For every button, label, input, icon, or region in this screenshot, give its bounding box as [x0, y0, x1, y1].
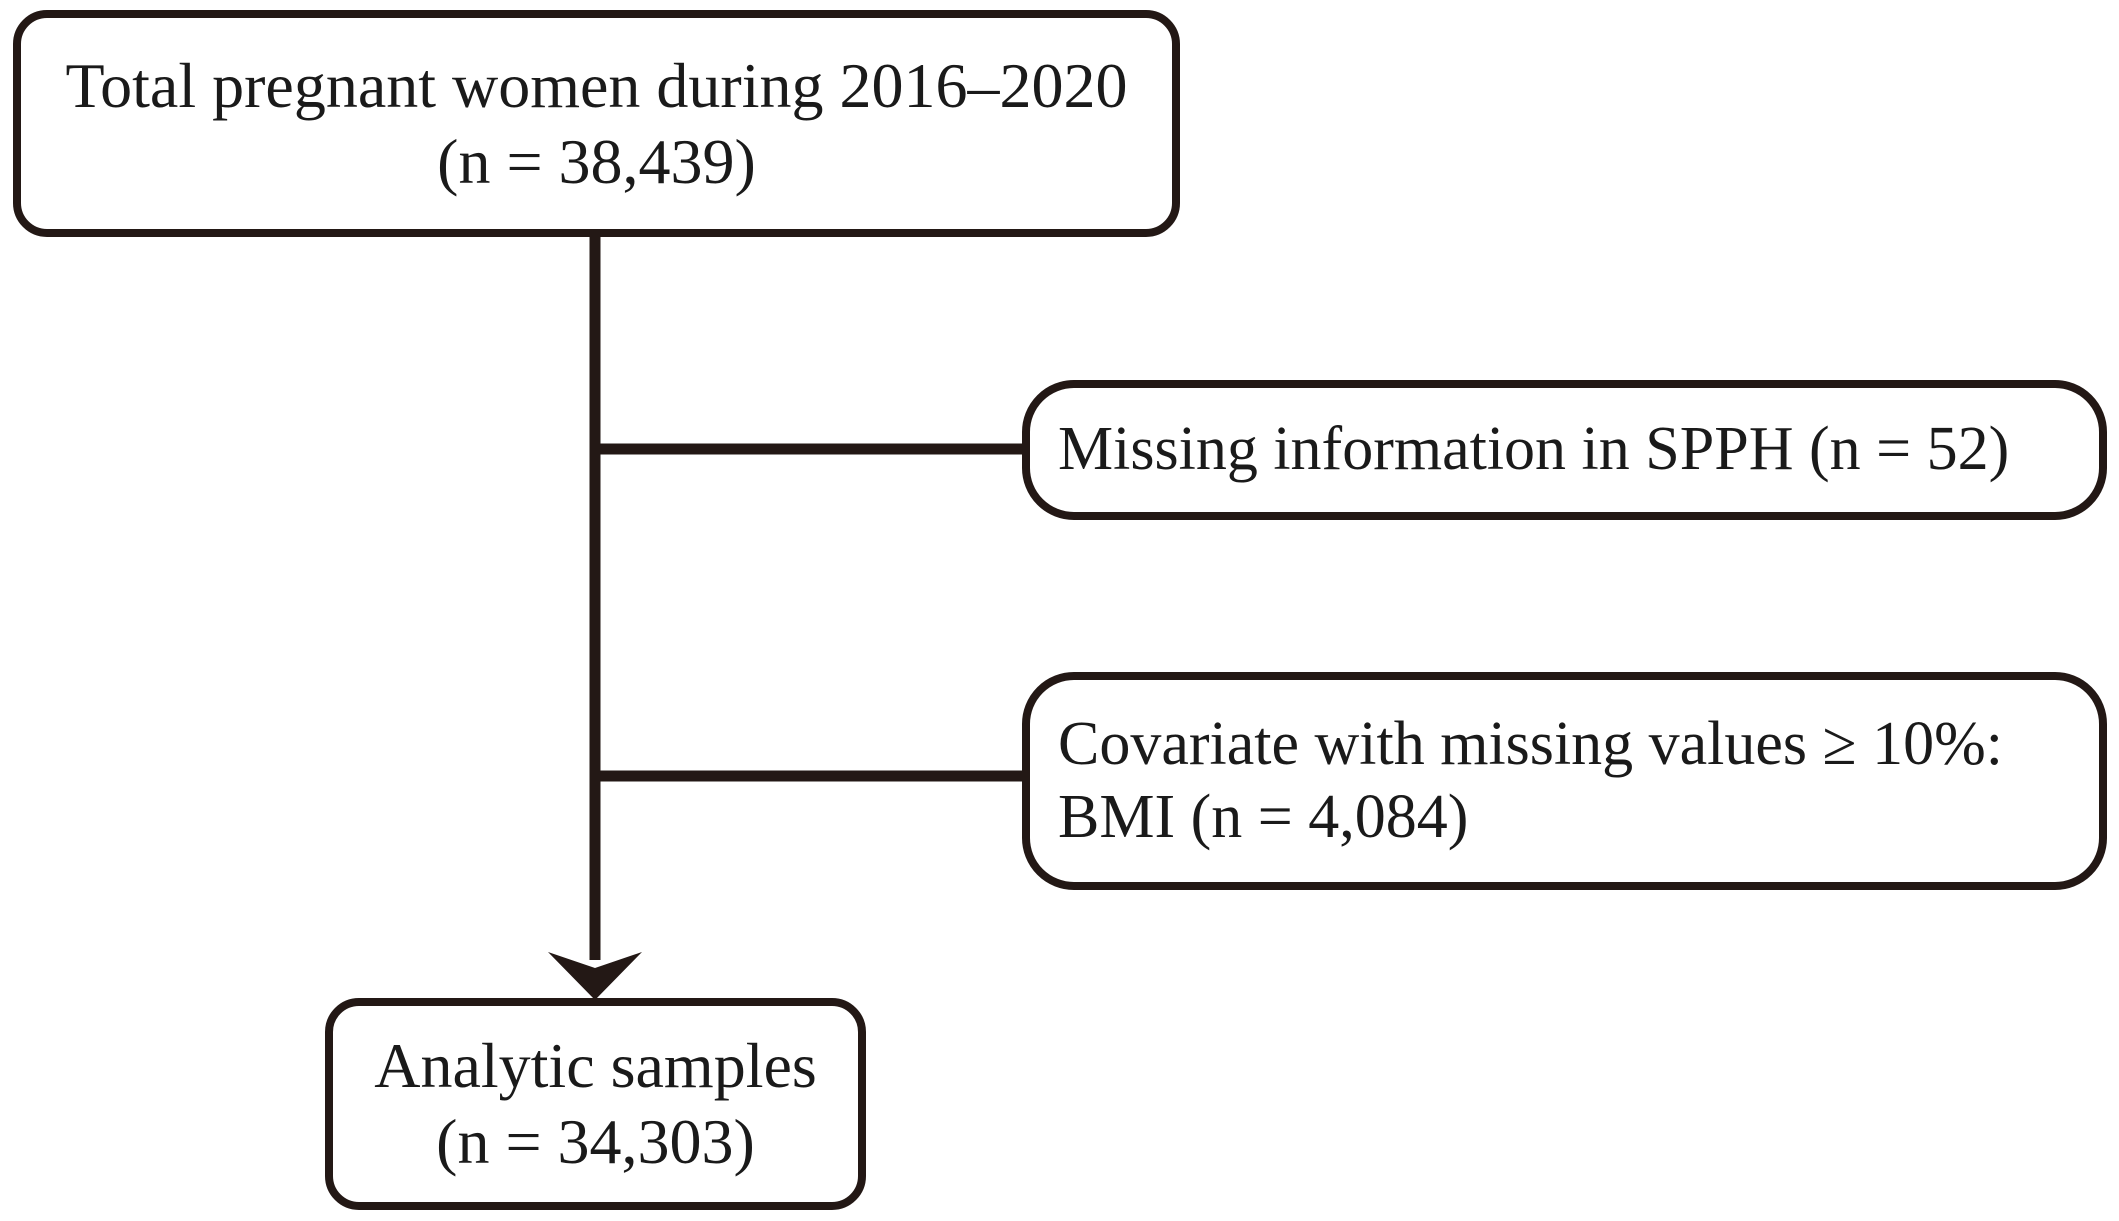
node-spph-line1: Missing information in SPPH (n = 52) — [1058, 415, 2010, 484]
node-total-line2: (n = 38,439) — [437, 125, 756, 197]
node-bmi-line1: Covariate with missing values ≥ 10%: — [1058, 709, 2003, 778]
node-total-pregnant-women: Total pregnant women during 2016–2020 (n… — [13, 10, 1180, 237]
node-covariate-missing-bmi: Covariate with missing values ≥ 10%: BMI… — [1022, 672, 2107, 890]
node-analytic-samples: Analytic samples (n = 34,303) — [325, 998, 866, 1210]
node-analytic-line2: (n = 34,303) — [436, 1106, 755, 1177]
node-analytic-line1: Analytic samples — [374, 1030, 817, 1102]
arrowhead-to-analytic-samples — [548, 952, 642, 1000]
node-bmi-line2: BMI (n = 4,084) — [1058, 783, 1469, 851]
node-total-line1: Total pregnant women during 2016–2020 — [65, 49, 1128, 121]
node-missing-information-spph: Missing information in SPPH (n = 52) — [1022, 380, 2107, 520]
